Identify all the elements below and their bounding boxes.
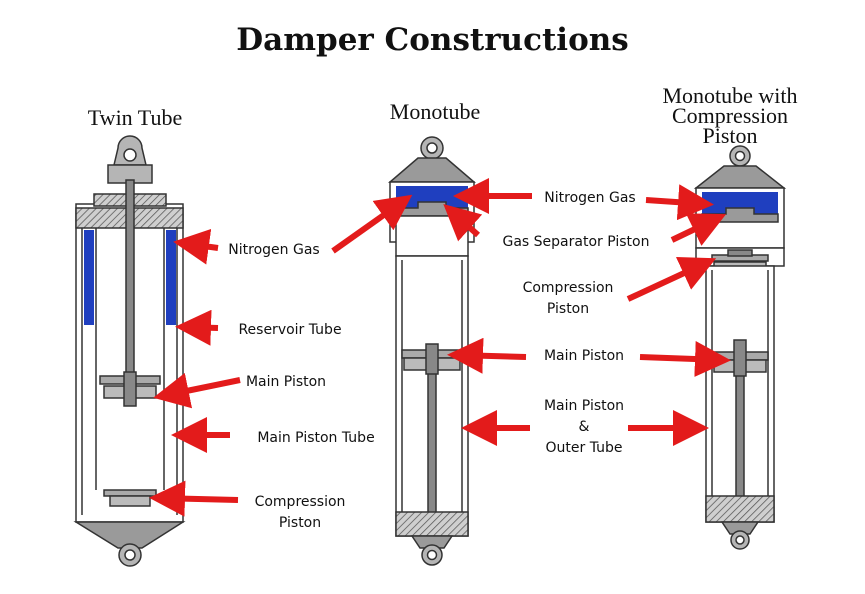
nitrogen-gas-right-column [166, 230, 176, 325]
label-main-piston-mid: Main Piston [543, 348, 625, 364]
arrow-compression-piston-right [626, 256, 717, 302]
callout-arrows [149, 178, 731, 517]
label-line: Compression [522, 280, 614, 296]
column-title-twin-tube: Twin Tube [87, 105, 183, 130]
arrow-gas-separator-left [443, 204, 483, 242]
nitrogen-gas-left-column [84, 230, 94, 325]
main-piston-mono [401, 343, 463, 375]
arrow-nitrogen-gas-left [173, 228, 219, 265]
arrow-compression-piston-left [149, 480, 239, 517]
column-title-line: Monotube with [662, 83, 798, 108]
nitrogen-gas-chamber [396, 186, 468, 208]
label-line: Piston [278, 515, 322, 531]
column-title-monotube: Monotube [389, 99, 481, 124]
label-nitrogen-gas-left: Nitrogen Gas [228, 242, 320, 258]
monotube-comp-damper [693, 145, 787, 550]
arrow-main-piston-mid-right [639, 341, 731, 378]
arrow-main-piston-mid-left [447, 337, 527, 374]
label-line: Compression [254, 494, 346, 510]
twin-tube-damper [73, 135, 186, 567]
piston-rod [125, 179, 135, 396]
label-compression-piston-left: Compression Piston [240, 492, 360, 534]
label-nitrogen-gas-mid: Nitrogen Gas [544, 190, 636, 206]
top-mount-eye [107, 135, 153, 184]
label-line: Outer Tube [545, 440, 623, 456]
label-line: Piston [546, 301, 590, 317]
arrow-nitrogen-gas-mid-left [331, 194, 413, 254]
compression-piston-twin [103, 489, 157, 507]
nitrogen-gas-chamber-comp [702, 192, 778, 214]
piston-rod-mono [427, 349, 437, 521]
label-compression-piston-right: Compression Piston [508, 278, 628, 320]
label-main-piston-outer-tube: Main Piston & Outer Tube [524, 396, 644, 459]
label-gas-separator-piston: Gas Separator Piston [502, 234, 650, 250]
column-title-line: Compression [671, 103, 789, 128]
column-title-line: Piston [702, 123, 758, 148]
label-main-piston-tube: Main Piston Tube [257, 430, 375, 446]
label-line: & [578, 419, 590, 435]
label-line: Main Piston [543, 398, 625, 414]
arrow-gas-separator-right [670, 213, 727, 246]
arrow-main-piston-left [153, 372, 241, 409]
label-reservoir-tube: Reservoir Tube [238, 322, 342, 338]
arrow-reservoir-tube [175, 309, 219, 346]
label-main-piston-left: Main Piston [245, 374, 327, 390]
diagram-title: Damper Constructions [236, 22, 629, 58]
arrow-nitrogen-gas-right [645, 184, 714, 221]
